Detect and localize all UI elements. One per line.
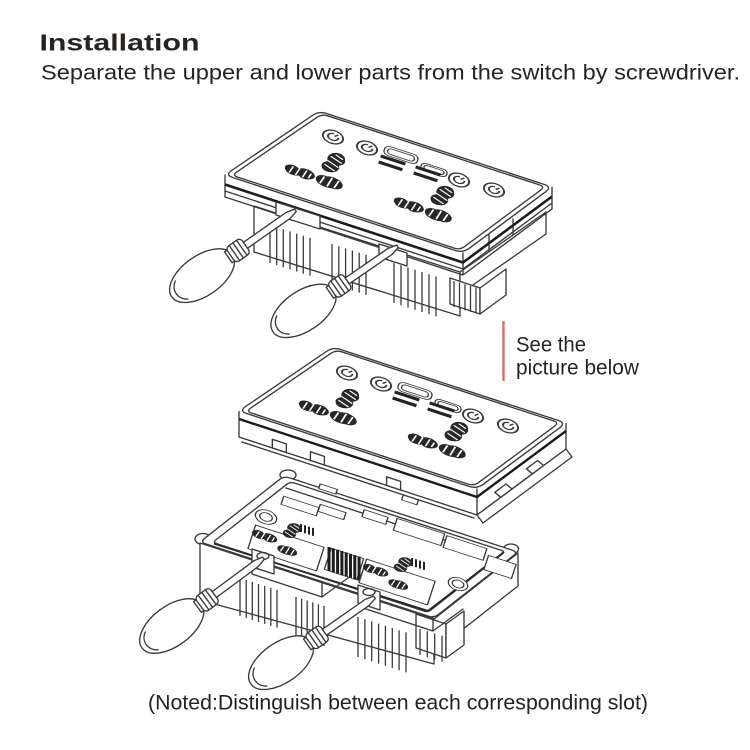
svg-text:See the: See the (516, 333, 586, 357)
svg-text:Separate the upper and lower p: Separate the upper and lower parts from … (41, 62, 740, 85)
svg-text:picture below: picture below (516, 356, 639, 380)
svg-text:Installation: Installation (40, 30, 200, 56)
svg-text:(Noted:Distinguish between eac: (Noted:Distinguish between each correspo… (148, 691, 648, 715)
